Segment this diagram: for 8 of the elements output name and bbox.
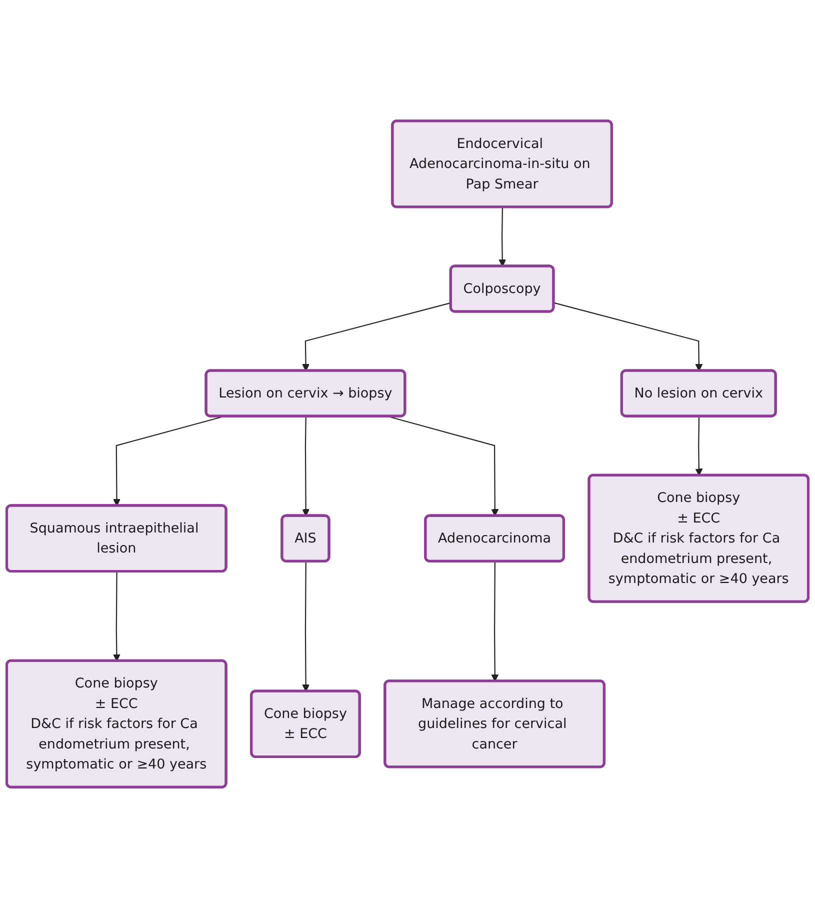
- arrow: [695, 416, 703, 476]
- arrow: [498, 207, 506, 267]
- arrow: [302, 562, 310, 692]
- arrow: [302, 416, 310, 516]
- arrow: [554, 302, 703, 372]
- arrow: [302, 302, 452, 372]
- arrow: [113, 572, 120, 662]
- arrow: [491, 562, 499, 682]
